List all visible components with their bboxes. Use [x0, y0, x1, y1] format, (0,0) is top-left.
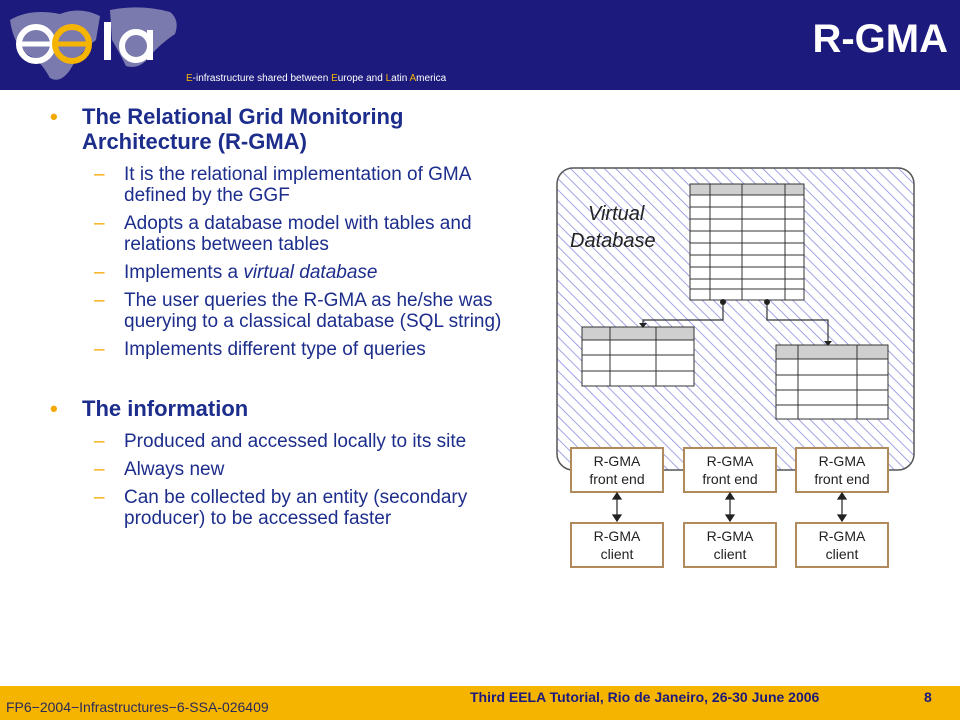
svg-text:client: client — [826, 546, 859, 562]
front-end-box-2: R-GMA front end — [683, 447, 777, 493]
svg-text:front end: front end — [589, 471, 644, 487]
footer-project-id: FP6−2004−Infrastructures−6-SSA-026409 — [6, 699, 269, 715]
eela-logo — [10, 7, 177, 80]
dash-icon: – — [94, 213, 105, 234]
dash-icon: – — [94, 487, 105, 508]
sub-bullet: – Can be collected by an entity (seconda… — [94, 487, 468, 529]
dash-icon: – — [94, 262, 105, 283]
front-end-box-1: R-GMA front end — [570, 447, 664, 493]
bullet-heading-information: • The information — [50, 396, 249, 421]
slide-content: • The Relational Grid Monitoring Archite… — [50, 104, 530, 529]
svg-text:client: client — [601, 546, 634, 562]
arrow-head — [639, 323, 647, 328]
dash-icon: – — [94, 290, 105, 311]
right-table — [775, 344, 889, 420]
svg-text:R-GMA: R-GMA — [819, 453, 866, 469]
dash-icon: – — [94, 459, 105, 480]
page-number: 8 — [924, 689, 932, 705]
sub-bullet: – It is the relational implementation of… — [94, 164, 471, 206]
slide-title: R-GMA — [812, 17, 948, 61]
connector-dot — [720, 299, 726, 305]
svg-text:R-GMA: R-GMA — [707, 528, 754, 544]
sub-bullet: – Implements different type of queries — [94, 339, 426, 360]
sub-bullet: – Adopts a database model with tables an… — [94, 213, 472, 255]
sub-bullet: – Implements a virtual database — [94, 262, 378, 283]
svg-text:client: client — [714, 546, 747, 562]
sub-bullet: – Produced and accessed locally to its s… — [94, 431, 467, 452]
dash-icon: – — [94, 339, 105, 360]
svg-text:front end: front end — [814, 471, 869, 487]
arrow-head — [824, 341, 832, 346]
tagline: E-infrastructure shared between Europe a… — [186, 73, 447, 84]
sub-bullet: – Always new — [94, 459, 225, 480]
dash-icon: – — [94, 164, 105, 185]
header-banner: E-infrastructure shared between Europe a… — [0, 0, 960, 90]
rgma-diagram: Virtual Database — [556, 167, 915, 568]
bullet-icon: • — [50, 104, 58, 129]
connector-dot — [764, 299, 770, 305]
front-end-box-3: R-GMA front end — [795, 447, 889, 493]
client-box-2: R-GMA client — [683, 522, 777, 568]
database-label: Database — [570, 230, 656, 252]
virtual-label: Virtual — [588, 203, 645, 225]
sub-bullet: – The user queries the R-GMA as he/she w… — [94, 290, 502, 332]
footer-bar: FP6−2004−Infrastructures−6-SSA-026409 Th… — [0, 686, 960, 720]
client-box-3: R-GMA client — [795, 522, 889, 568]
bullet-icon: • — [50, 396, 58, 421]
relation-connectors — [642, 302, 829, 343]
dash-icon: – — [94, 431, 105, 452]
italic-phrase: virtual database — [243, 262, 378, 283]
main-table — [689, 183, 805, 301]
left-table — [581, 326, 695, 387]
client-box-1: R-GMA client — [570, 522, 664, 568]
footer-event: Third EELA Tutorial, Rio de Janeiro, 26-… — [470, 689, 820, 705]
svg-text:R-GMA: R-GMA — [594, 453, 641, 469]
svg-text:R-GMA: R-GMA — [707, 453, 754, 469]
svg-text:front end: front end — [702, 471, 757, 487]
svg-text:R-GMA: R-GMA — [819, 528, 866, 544]
bullet-heading-rgma: • The Relational Grid Monitoring Archite… — [50, 104, 404, 154]
link-arrows — [611, 491, 848, 523]
svg-text:R-GMA: R-GMA — [594, 528, 641, 544]
